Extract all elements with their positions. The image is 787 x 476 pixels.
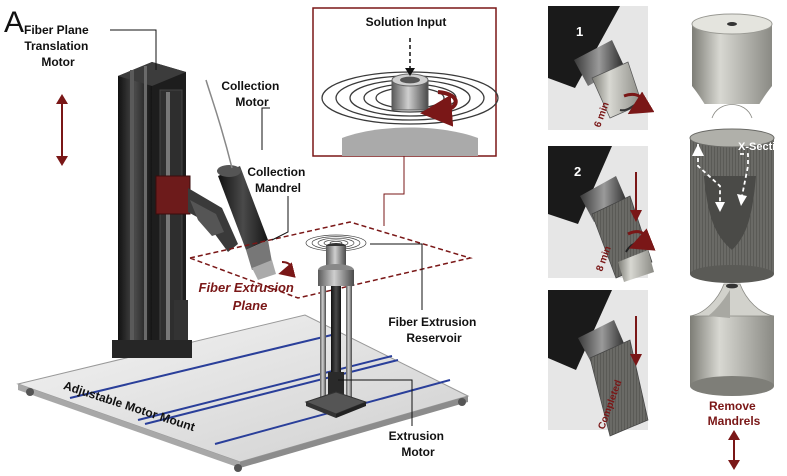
- x-section-cylinder: [689, 128, 775, 283]
- panel-a-label: A: [4, 6, 24, 39]
- solution-input-label: Solution Input: [366, 15, 447, 29]
- rotation-arrow-mandrel: [278, 261, 296, 278]
- collection-carriage: [155, 175, 238, 252]
- solution-input-inset: [312, 7, 499, 157]
- x-section-label: X-Section: [738, 141, 787, 153]
- step-1-number: 1: [576, 24, 583, 39]
- fiber-extrusion-plane: [187, 221, 473, 299]
- extrusion-motor-label: Extrusion Motor: [389, 429, 448, 459]
- fiber-extrusion-plane-label: Fiber Extrusion Plane: [199, 280, 298, 313]
- mandrel-base: [689, 283, 775, 396]
- collection-motor-label: Collection Motor: [221, 79, 282, 109]
- inset-connector: [383, 156, 405, 226]
- collection-mandrel-label: Collection Mandrel: [247, 165, 308, 195]
- step-1-photo: [548, 6, 655, 130]
- motor-mount-plate: [16, 314, 470, 472]
- translation-arrow: [56, 94, 68, 166]
- leader-lines: [110, 29, 423, 426]
- extrusion-reservoir: [304, 243, 368, 418]
- remove-mandrels-label: Remove Mandrels: [708, 399, 761, 428]
- fiber-plane-motor-label: Fiber Plane Translation Motor: [24, 23, 92, 69]
- step-arrows: [630, 172, 642, 366]
- step-2-number: 2: [574, 164, 581, 179]
- mandrel-cap: [691, 13, 773, 119]
- step-3-photo: [548, 290, 649, 437]
- collection-motor: [205, 79, 276, 280]
- remove-arrow: [728, 430, 740, 470]
- fiber-extrusion-reservoir-label: Fiber Extrusion Reservoir: [388, 315, 479, 345]
